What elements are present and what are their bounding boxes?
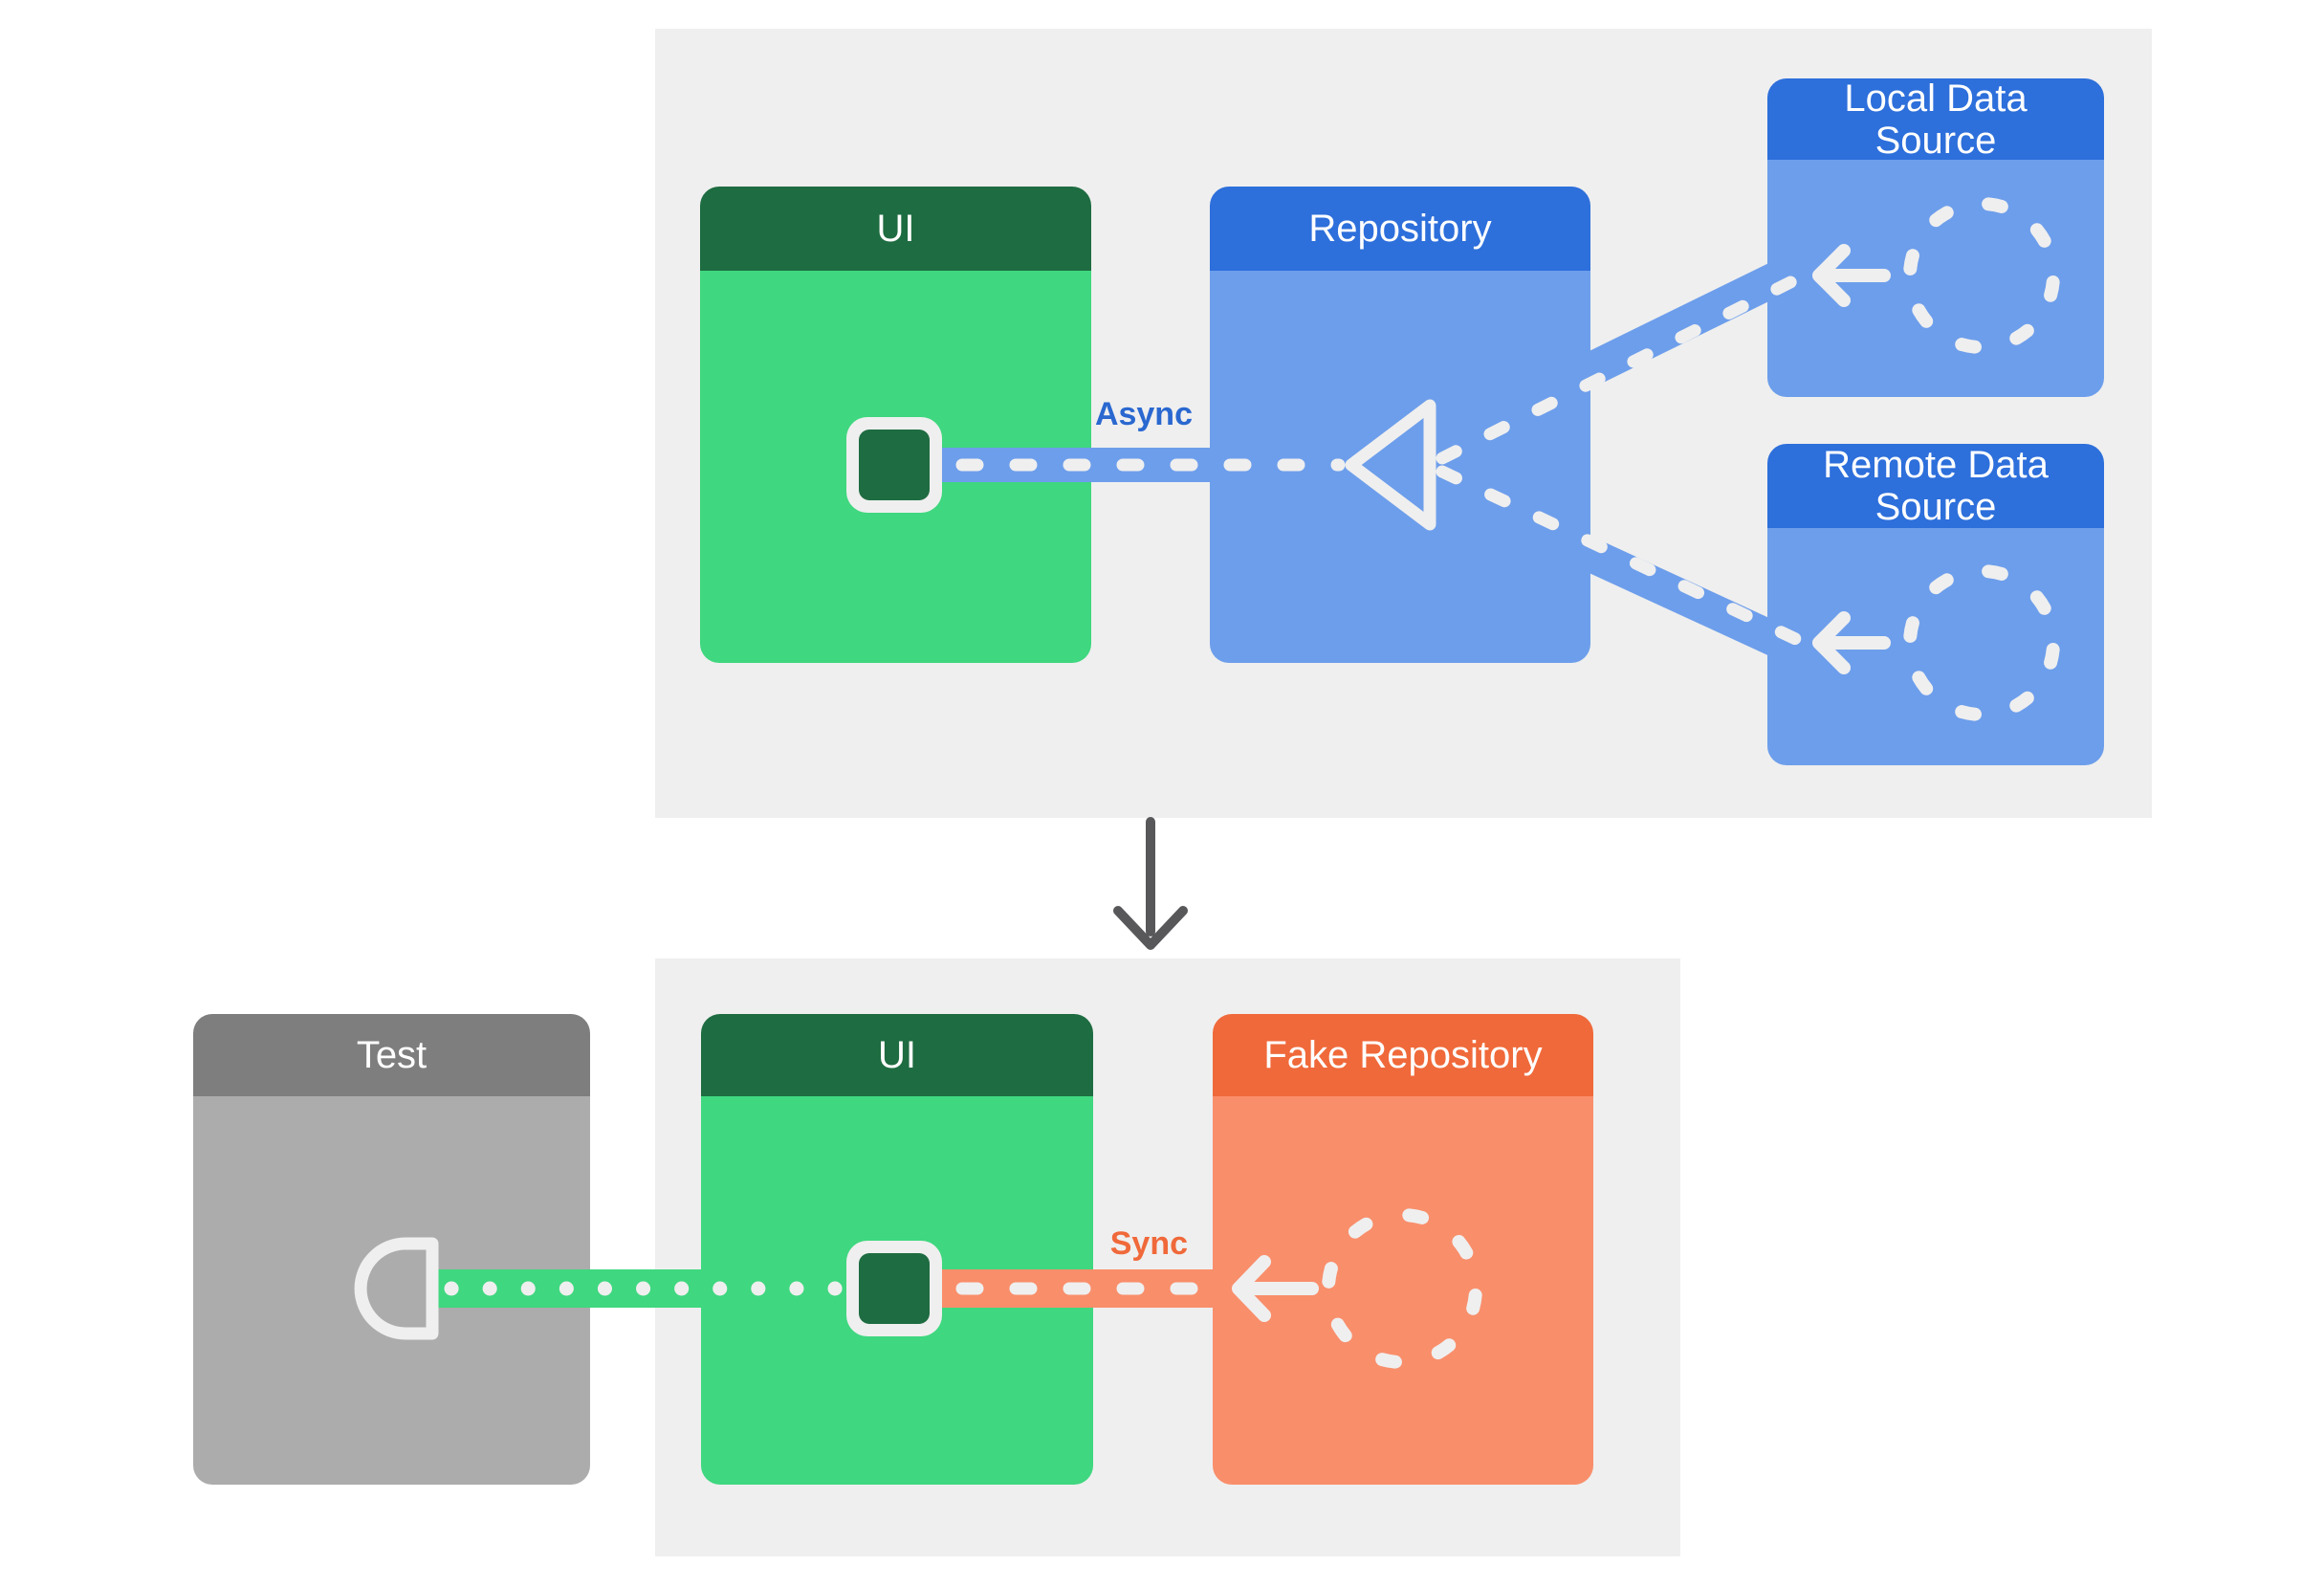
- local-data-source-title: Local Data Source: [1844, 78, 2028, 162]
- test-box-header: Test: [193, 1014, 590, 1096]
- test-box: Test: [193, 1014, 590, 1485]
- repository-box-body: [1210, 271, 1590, 663]
- ui-box-test-header: UI: [701, 1014, 1093, 1096]
- fake-repository-title: Fake Repository: [1263, 1034, 1543, 1076]
- local-data-source-box: Local Data Source: [1767, 78, 2104, 397]
- repository-box-header: Repository: [1210, 187, 1590, 271]
- remote-data-source-box: Remote Data Source: [1767, 444, 2104, 765]
- fake-repository-body: [1213, 1096, 1593, 1485]
- repository-box-title: Repository: [1308, 208, 1492, 250]
- remote-data-source-header: Remote Data Source: [1767, 444, 2104, 528]
- ui-box-title: UI: [876, 208, 915, 250]
- remote-data-source-body: [1767, 528, 2104, 765]
- arrow-down-icon: [1113, 817, 1188, 950]
- test-box-body: [193, 1096, 590, 1485]
- sync-flow-label: Sync: [1109, 1225, 1188, 1262]
- repository-box: Repository: [1210, 187, 1590, 663]
- ui-box-test-title: UI: [878, 1034, 916, 1076]
- ui-box-header: UI: [700, 187, 1091, 271]
- fake-repository-box: Fake Repository: [1213, 1014, 1593, 1485]
- ui-box-test-body: [701, 1096, 1093, 1485]
- test-box-title: Test: [356, 1034, 428, 1076]
- async-flow-label: Async: [1094, 396, 1193, 432]
- local-data-source-body: [1767, 160, 2104, 397]
- remote-data-source-title: Remote Data Source: [1823, 444, 2049, 528]
- local-data-source-header: Local Data Source: [1767, 78, 2104, 162]
- fake-repository-header: Fake Repository: [1213, 1014, 1593, 1096]
- ui-box-body: [700, 271, 1091, 663]
